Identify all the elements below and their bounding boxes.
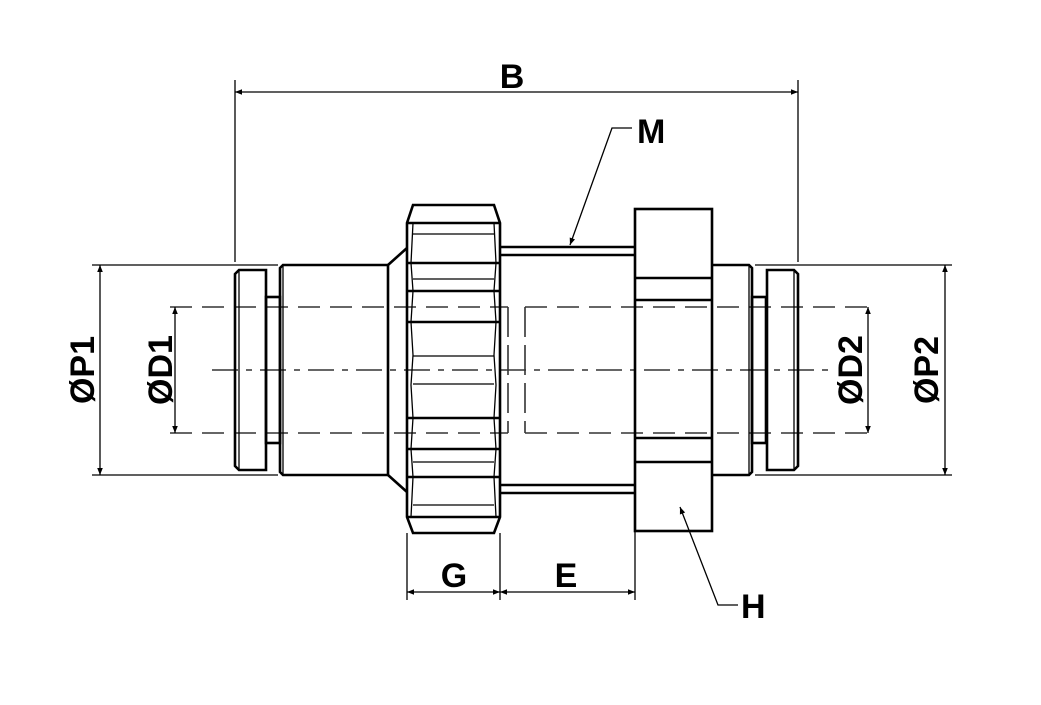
label-b: B (500, 58, 525, 96)
dimension-d1: ØD1 (142, 307, 180, 433)
dimension-b: B (234, 58, 799, 262)
label-e: E (555, 557, 578, 595)
hidden-bore-lines (170, 306, 875, 434)
middle-tube (500, 245, 635, 495)
label-m: M (637, 113, 665, 151)
left-collet (233, 268, 282, 472)
label-d1: ØD1 (142, 335, 180, 405)
leader-h: H (679, 506, 766, 626)
dimension-p1: ØP1 (64, 264, 278, 476)
label-g: G (441, 557, 467, 595)
label-d2: ØD2 (832, 335, 870, 405)
label-p1: ØP1 (64, 336, 102, 404)
hex-body (633, 207, 714, 533)
dimension-p2: ØP2 (755, 264, 952, 476)
dimension-d2: ØD2 (832, 307, 871, 433)
dimension-g-e: G E (406, 531, 636, 600)
label-p2: ØP2 (908, 336, 946, 404)
label-h: H (741, 588, 766, 626)
leader-m: M (569, 113, 665, 246)
left-body (278, 247, 408, 493)
right-collet (765, 268, 800, 472)
union-nut (405, 203, 502, 535)
